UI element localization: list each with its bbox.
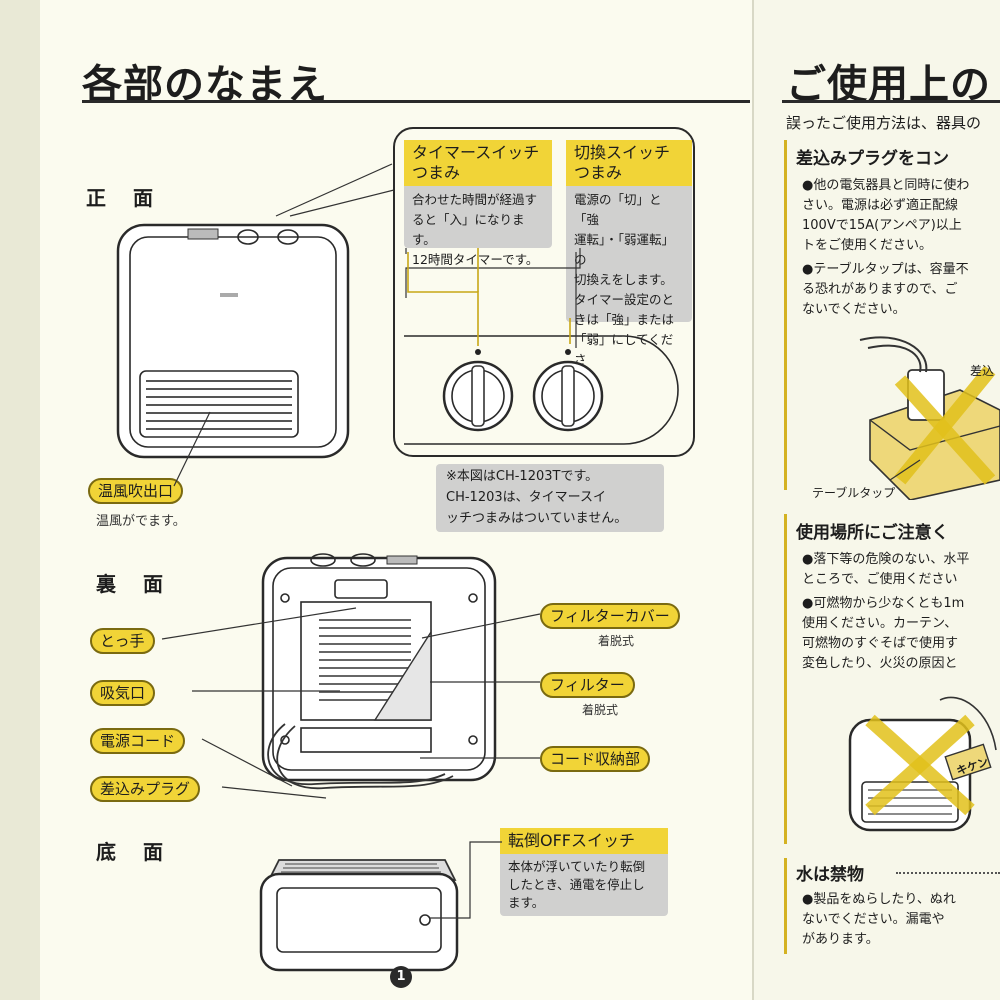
- mode-switch-callout: 切換スイッチ つまみ 電源の「切」と「強 運転」・「弱運転」の 切換えをします。…: [566, 140, 692, 387]
- handle-label: とっ手: [90, 628, 155, 654]
- section-3-heading: 水は禁物: [796, 865, 864, 885]
- section-2-heading: 使用場所にご注意く: [796, 523, 949, 543]
- section-3-bar: [784, 858, 787, 954]
- mode-switch-heading: 切換スイッチ つまみ: [566, 140, 692, 186]
- section-2-bullet-2: ●可燃物から少なくとも1m 使用ください。カーテン、 可燃物のすぐそばで使用す …: [802, 596, 965, 671]
- tip-over-switch-callout: 転倒OFFスイッチ 本体が浮いていたり転倒 したとき、通電を停止し ます。: [500, 828, 668, 916]
- section-2-bullet-1: ●落下等の危険のない、水平 ところで、ご使用ください: [802, 552, 970, 587]
- back-left-leader-lines: [161, 607, 357, 799]
- plug-callout-label: 差込: [970, 364, 995, 378]
- back-view-label: 裏 面: [96, 572, 173, 596]
- section-2-bar: [784, 514, 787, 844]
- filter-label: フィルター: [540, 672, 635, 698]
- cord-storage-label: コード収納部: [540, 746, 651, 772]
- mode-switch-desc: 電源の「切」と「強 運転」・「弱運転」の 切換えをします。 タイマー設定のと き…: [574, 192, 675, 387]
- warm-air-outlet-desc: 温風がでます。: [96, 514, 186, 529]
- heater-front-illustration: [116, 223, 350, 459]
- section-1-bar: [784, 140, 787, 490]
- filter-note: 着脱式: [582, 703, 619, 717]
- section-1-bullet-2: ●テーブルタップは、容量不 る恐れがありますので、ご ないでください。: [802, 262, 969, 317]
- outlet-leader-line: [173, 411, 211, 487]
- power-cord-label: 電源コード: [90, 728, 186, 754]
- back-right-leader-lines: [420, 613, 541, 759]
- section-3-bullet-1: ●製品をぬらしたり、ぬれ ないでください。漏電や があります。: [802, 892, 956, 947]
- bottom-view-label: 底 面: [96, 840, 173, 864]
- timer-switch-callout: タイマースイッチ つまみ 合わせた時間が経過す ると「入」になります。 12時間…: [404, 140, 552, 267]
- control-dials-illustration: [404, 248, 679, 445]
- flammable-warning-illustration: [848, 696, 997, 832]
- warm-air-outlet-label: 温風吹出口: [88, 478, 184, 504]
- front-view-label: 正 面: [86, 186, 163, 210]
- heater-bottom-illustration: [259, 859, 459, 972]
- model-note-box: ※本図はCH-1203Tです。 CH-1203は、タイマースイ ッチつまみはつい…: [436, 464, 664, 532]
- right-title-rule: [782, 100, 1000, 103]
- model-note: ※本図はCH-1203Tです。 CH-1203は、タイマースイ ッチつまみはつい…: [446, 469, 628, 526]
- zoom-guide-lines: [275, 163, 395, 217]
- page-number: 1: [390, 966, 412, 988]
- section-1-bullet-1: ●他の電気器具と同時に使わ さい。電源は必ず適正配線 100Vで15A(アンペア…: [802, 178, 970, 253]
- section-1-heading: 差込みプラグをコン: [796, 149, 949, 169]
- filter-cover-note: 着脱式: [598, 634, 635, 648]
- plug-label: 差込みプラグ: [90, 776, 201, 802]
- air-intake-label: 吸気口: [90, 680, 156, 706]
- timer-switch-heading: タイマースイッチ つまみ: [404, 140, 552, 186]
- tip-over-leader-line: [430, 841, 502, 919]
- table-tap-warning-illustration: [859, 336, 1000, 500]
- timer-switch-desc: 合わせた時間が経過す ると「入」になります。 12時間タイマーです。: [412, 192, 539, 267]
- title-rule: [82, 100, 750, 103]
- tip-over-switch-desc: 本体が浮いていたり転倒 したとき、通電を停止し ます。: [508, 859, 646, 910]
- filter-cover-label: フィルターカバー: [540, 603, 680, 629]
- right-page: [752, 0, 1000, 1000]
- tip-over-switch-heading: 転倒OFFスイッチ: [500, 828, 668, 854]
- section-3-dotted-leader: [896, 872, 1000, 874]
- table-tap-label: テーブルタップ: [812, 486, 896, 500]
- right-intro: 誤ったご使用方法は、器具の: [786, 114, 982, 132]
